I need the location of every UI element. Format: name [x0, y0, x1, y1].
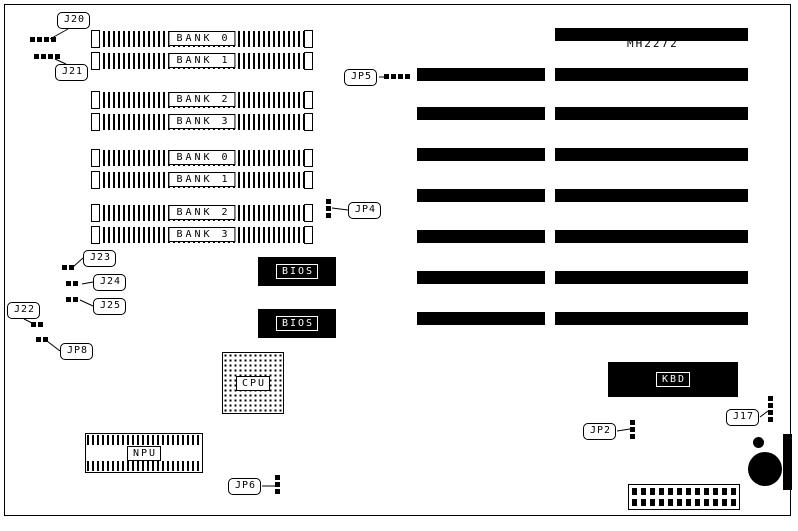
jumper-pins-jp5	[384, 74, 410, 79]
simm-clip-left	[91, 226, 100, 244]
jumper-pins-j24	[66, 281, 78, 286]
jumper-pins-jp2	[630, 420, 635, 439]
isa-slot-extension	[417, 271, 545, 284]
simm-clip-right	[304, 30, 313, 48]
jumper-pins-jp4	[326, 199, 331, 218]
simm-clip-left	[91, 171, 100, 189]
bank-label: BANK 2	[168, 205, 236, 220]
simm-socket: BANK 2	[91, 91, 313, 109]
simm-socket: BANK 2	[91, 204, 313, 222]
isa-slot-extension	[417, 107, 545, 120]
bios-chip-top: BIOS	[258, 257, 336, 286]
simm-clip-right	[304, 91, 313, 109]
simm-clip-right	[304, 204, 313, 222]
power-connector	[628, 484, 740, 510]
jumper-label-j25: J25	[93, 298, 127, 315]
bank-label: BANK 3	[168, 114, 236, 129]
simm-clip-left	[91, 113, 100, 131]
simm-socket: BANK 0	[91, 30, 313, 48]
simm-socket: BANK 3	[91, 226, 313, 244]
isa-slot	[555, 148, 748, 161]
isa-slot	[555, 107, 748, 120]
isa-slot	[555, 271, 748, 284]
jumper-pins-jp6	[275, 475, 280, 494]
power-connector-pin-row	[632, 499, 736, 506]
bank-label: BANK 3	[168, 227, 236, 242]
simm-clip-left	[91, 149, 100, 167]
isa-slot	[555, 312, 748, 325]
bios-label: BIOS	[275, 316, 319, 331]
bank-label: BANK 2	[168, 92, 236, 107]
kbd-label: KBD	[655, 372, 691, 387]
simm-clip-right	[304, 171, 313, 189]
simm-clip-right	[304, 113, 313, 131]
simm-clip-right	[304, 149, 313, 167]
jumper-pins-j20	[30, 37, 56, 42]
bank-label: BANK 0	[168, 150, 236, 165]
board-outline	[4, 4, 791, 516]
jumper-label-j21: J21	[55, 64, 89, 81]
isa-slot	[555, 68, 748, 81]
isa-slot	[555, 230, 748, 243]
npu-socket: NPU	[85, 433, 203, 473]
simm-clip-right	[304, 226, 313, 244]
keyboard-connector-pin	[753, 437, 764, 448]
power-connector-pin-row	[632, 488, 736, 495]
jumper-label-jp2: JP2	[583, 423, 617, 440]
jumper-label-j22: J22	[7, 302, 41, 319]
bios-chip-bottom: BIOS	[258, 309, 336, 338]
keyboard-connector-body	[783, 434, 792, 490]
simm-socket: BANK 3	[91, 113, 313, 131]
simm-socket: BANK 1	[91, 171, 313, 189]
cpu-label: CPU	[235, 375, 271, 391]
jumper-label-jp8: JP8	[60, 343, 94, 360]
npu-pin-row-top	[87, 435, 201, 445]
jumper-label-jp4: JP4	[348, 202, 382, 219]
cpu-socket: CPU	[222, 352, 284, 414]
simm-clip-right	[304, 52, 313, 70]
jumper-pins-j25	[66, 297, 78, 302]
jumper-label-j24: J24	[93, 274, 127, 291]
jumper-pins-j23	[62, 265, 74, 270]
jumper-pins-j22	[31, 322, 43, 327]
isa-slot	[555, 28, 748, 41]
isa-slot-extension	[417, 68, 545, 81]
jumper-pins-j21	[34, 54, 60, 59]
jumper-label-jp6: JP6	[228, 478, 262, 495]
isa-slot-extension	[417, 230, 545, 243]
simm-socket: BANK 1	[91, 52, 313, 70]
jumper-label-j17: J17	[726, 409, 760, 426]
jumper-label-jp5: JP5	[344, 69, 378, 86]
simm-clip-left	[91, 52, 100, 70]
simm-clip-left	[91, 30, 100, 48]
bank-label: BANK 1	[168, 53, 236, 68]
jumper-pins-jp8	[36, 337, 48, 342]
isa-slot-extension	[417, 189, 545, 202]
npu-pin-row-bottom	[87, 461, 201, 471]
jumper-pins-j17	[768, 396, 773, 422]
npu-label: NPU	[126, 445, 162, 461]
keyboard-connector-port	[748, 452, 782, 486]
simm-socket: BANK 0	[91, 149, 313, 167]
simm-clip-left	[91, 204, 100, 222]
jumper-label-j23: J23	[83, 250, 117, 267]
bios-label: BIOS	[275, 264, 319, 279]
simm-clip-left	[91, 91, 100, 109]
isa-slot-extension	[417, 312, 545, 325]
jumper-label-j20: J20	[57, 12, 91, 29]
bank-label: BANK 0	[168, 31, 236, 46]
bank-label: BANK 1	[168, 172, 236, 187]
kbd-chip: KBD	[608, 362, 738, 397]
board-model-label: MH2272	[627, 37, 679, 50]
isa-slot	[555, 189, 748, 202]
isa-slot-extension	[417, 148, 545, 161]
